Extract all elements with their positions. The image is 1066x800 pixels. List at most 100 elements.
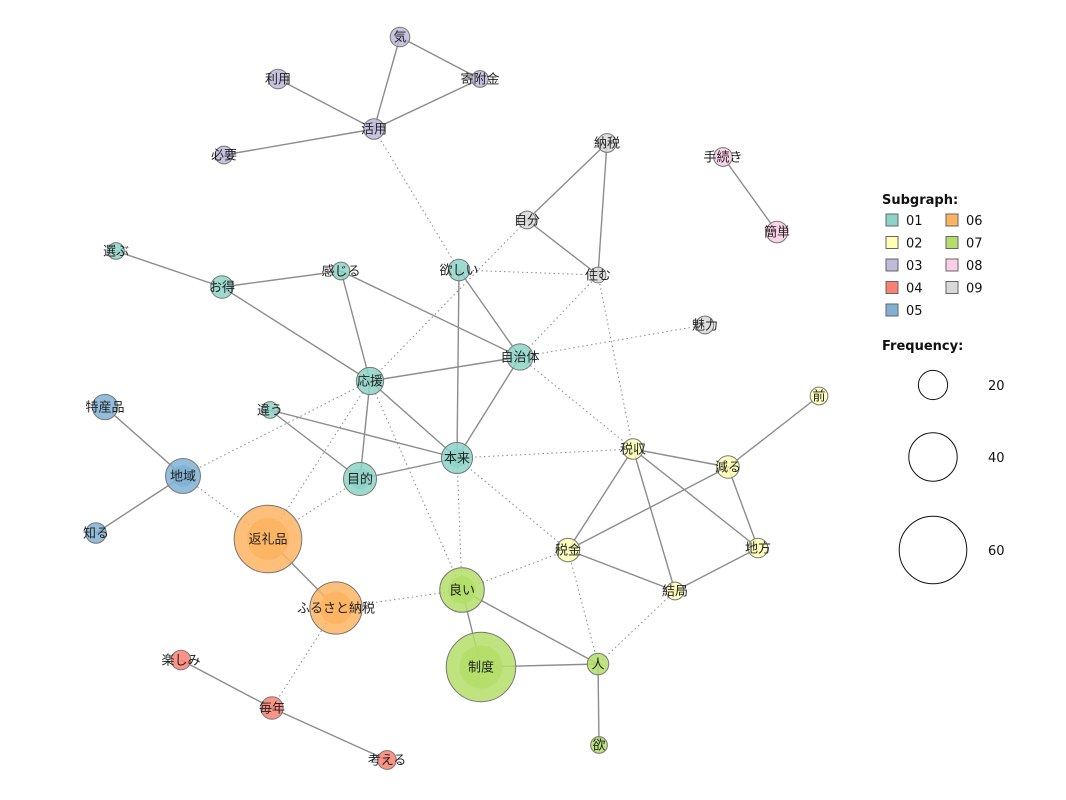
node-label: 簡単 (764, 225, 790, 241)
node-寄附金[interactable]: 寄附金 (460, 70, 500, 88)
node-自治体[interactable]: 自治体 (500, 343, 540, 371)
node-利用[interactable]: 利用 (265, 68, 291, 90)
node-label: 知る (83, 526, 109, 542)
edge-活用-欲しい (373, 128, 460, 271)
node-税収[interactable]: 税収 (620, 438, 646, 460)
edge-減る-税金 (567, 466, 729, 551)
node-返礼品[interactable]: 返礼品 (233, 504, 303, 574)
node-label: 楽しみ (161, 653, 200, 669)
node-特産品[interactable]: 特産品 (85, 393, 125, 421)
legend-swatch-03 (885, 258, 899, 272)
node-毎年[interactable]: 毎年 (259, 696, 285, 720)
node-circle (747, 537, 769, 559)
node-住む[interactable]: 住む (585, 266, 611, 284)
node-label: お得 (209, 280, 235, 296)
node-魅力[interactable]: 魅力 (692, 315, 718, 335)
node-選ぶ[interactable]: 選ぶ (103, 242, 129, 260)
edge-ふるさと納税-良い (335, 589, 463, 609)
node-簡単[interactable]: 簡単 (764, 220, 790, 244)
edge-良い-人 (461, 589, 599, 665)
node-人[interactable]: 人 (586, 652, 610, 676)
legend-label-08: 08 (966, 259, 983, 274)
node-label: 考える (368, 754, 407, 769)
node-core (349, 468, 371, 490)
node-お得[interactable]: お得 (209, 275, 235, 299)
node-地域[interactable]: 地域 (165, 458, 201, 494)
node-circle (331, 261, 351, 281)
edge-税収-税金 (567, 448, 634, 551)
node-label: 税金 (555, 543, 581, 559)
edge-違う-目的 (269, 409, 361, 480)
node-違う[interactable]: 違う (257, 401, 283, 419)
node-label: 減る (715, 460, 741, 476)
node-知る[interactable]: 知る (83, 522, 109, 544)
legend-swatch-01 (885, 213, 899, 227)
node-circle (622, 438, 644, 460)
edge-税収-地方 (632, 448, 759, 549)
node-前[interactable]: 前 (809, 386, 829, 406)
node-感じる[interactable]: 感じる (321, 261, 361, 281)
node-制度[interactable]: 制度 (445, 631, 517, 703)
legend-swatch-05 (885, 303, 899, 317)
node-core (319, 591, 353, 625)
legend-label-07: 07 (966, 237, 983, 252)
node-本来[interactable]: 本来 (440, 441, 474, 475)
node-目的[interactable]: 目的 (342, 461, 378, 497)
edge-前-減る (727, 395, 820, 468)
frequency-legend-circle-60 (898, 515, 968, 585)
legend-swatch-04 (885, 281, 899, 294)
edge-税金-良い (461, 549, 569, 591)
edge-応援-地域 (182, 380, 371, 477)
edge-ふるさと納税-毎年 (271, 607, 337, 709)
node-減る[interactable]: 減る (715, 455, 741, 479)
legend-swatch-07 (945, 236, 959, 249)
node-label: 地域 (170, 470, 196, 485)
node-label: 本来 (444, 452, 470, 467)
edge-税収-結局 (632, 448, 676, 592)
node-ふるさと納税[interactable]: ふるさと納税 (297, 581, 375, 635)
node-納税[interactable]: 納税 (594, 133, 620, 153)
node-circle (506, 343, 534, 371)
node-label: 自治体 (500, 351, 539, 366)
node-label: 結局 (662, 585, 688, 600)
node-自分[interactable]: 自分 (514, 210, 540, 230)
node-circle (170, 649, 192, 671)
node-考える[interactable]: 考える (368, 750, 407, 770)
node-手続き[interactable]: 手続き (703, 147, 743, 167)
node-欲[interactable]: 欲 (590, 736, 608, 754)
node-label: ふるさと納税 (297, 602, 375, 617)
edge-税収-減る (632, 448, 729, 468)
node-label: 魅力 (692, 319, 718, 334)
edge-手続き-簡単 (722, 156, 778, 233)
edge-寄附金-活用 (373, 78, 481, 130)
edge-自治体-応援 (369, 356, 521, 382)
node-必要[interactable]: 必要 (211, 145, 237, 165)
edge-自治体-魅力 (519, 324, 706, 358)
node-楽しみ[interactable]: 楽しみ (161, 649, 201, 671)
edge-自分-住む (526, 219, 599, 276)
node-circle (91, 393, 119, 421)
legend-label-05: 05 (906, 304, 923, 319)
node-circle (471, 70, 489, 88)
edge-自治体-本来 (456, 356, 521, 459)
frequency-legend-label-40: 40 (988, 451, 1005, 466)
edge-違う-本来 (269, 409, 458, 459)
node-気[interactable]: 気 (389, 26, 411, 48)
node-欲しい[interactable]: 欲しい (439, 258, 479, 282)
node-応援[interactable]: 応援 (355, 366, 385, 396)
edge-気-寄附金 (399, 36, 481, 80)
edge-結局-人 (597, 590, 676, 665)
node-結局[interactable]: 結局 (662, 581, 688, 601)
legend-swatch-08 (945, 258, 959, 272)
edge-お得-感じる (221, 270, 342, 288)
node-circle (260, 696, 284, 720)
node-core (172, 465, 194, 487)
node-活用[interactable]: 活用 (361, 118, 387, 140)
node-地方[interactable]: 地方 (745, 537, 771, 559)
node-税金[interactable]: 税金 (555, 537, 581, 563)
node-circle (665, 581, 685, 601)
node-良い[interactable]: 良い (439, 567, 485, 613)
edges-layer (95, 36, 820, 761)
node-circle (713, 147, 733, 167)
